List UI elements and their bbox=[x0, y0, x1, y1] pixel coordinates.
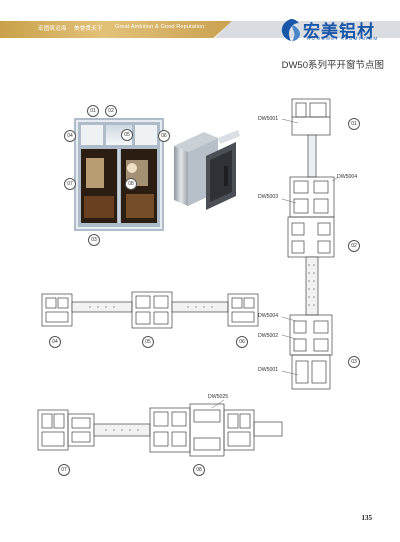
callout-01: 01 bbox=[87, 105, 99, 117]
page-title: DW50系列平开窗节点图 bbox=[281, 60, 384, 71]
node-05: 05 bbox=[142, 336, 154, 348]
logo-mark-icon bbox=[281, 19, 300, 41]
label-dw5002: DW5002 bbox=[258, 333, 279, 339]
label-dw5003: DW5003 bbox=[258, 194, 279, 200]
node-03: 03 bbox=[348, 356, 360, 368]
slogan-band bbox=[0, 21, 232, 38]
node-04: 04 bbox=[49, 336, 61, 348]
label-dw5004-upper: DW5004 bbox=[337, 174, 358, 180]
node-06: 06 bbox=[236, 336, 248, 348]
profile-section-photo bbox=[166, 126, 246, 218]
slogan-cn-1: 宏图筑远海 bbox=[38, 26, 67, 32]
slogan-en: Great Ambition & Good Reputation bbox=[115, 24, 205, 30]
node-01: 01 bbox=[348, 118, 360, 130]
page-number: 135 bbox=[361, 514, 373, 522]
brand-name-en: HONGMEI ALUMINIUM bbox=[307, 36, 379, 41]
callout-04: 04 bbox=[64, 130, 76, 142]
label-dw5001-top: DW5001 bbox=[258, 116, 279, 122]
label-dw5001-bottom: DW5001 bbox=[258, 367, 279, 373]
node-07: 07 bbox=[58, 464, 70, 476]
brand-logo: 宏美铝材 HONGMEI ALUMINIUM bbox=[277, 16, 382, 44]
callout-02: 02 bbox=[105, 105, 117, 117]
callout-06: 06 bbox=[158, 130, 170, 142]
callout-05: 05 bbox=[121, 129, 133, 141]
window-drawing bbox=[74, 118, 164, 231]
node-02: 02 bbox=[348, 240, 360, 252]
vertical-section-drawing bbox=[281, 98, 339, 390]
banner-gray-band bbox=[215, 21, 400, 38]
label-dw5004-lower: DW5004 bbox=[258, 313, 279, 319]
callout-08: 08 bbox=[125, 178, 137, 190]
header-banner: 宏图筑远海 美誉贯天下 Great Ambition & Good Reputa… bbox=[0, 16, 400, 44]
callout-03: 03 bbox=[88, 234, 100, 246]
horizontal-section-1-drawing bbox=[41, 291, 259, 329]
node-08: 08 bbox=[193, 464, 205, 476]
horizontal-section-2-drawing bbox=[37, 399, 283, 457]
profile-section-drawing bbox=[174, 130, 240, 210]
label-dw5025: DW5025 bbox=[208, 394, 229, 400]
callout-07: 07 bbox=[64, 178, 76, 190]
slogan-cn-2: 美誉贯天下 bbox=[74, 26, 103, 32]
window-photo bbox=[74, 118, 164, 231]
brand-name-cn: 宏美铝材 bbox=[303, 22, 375, 41]
